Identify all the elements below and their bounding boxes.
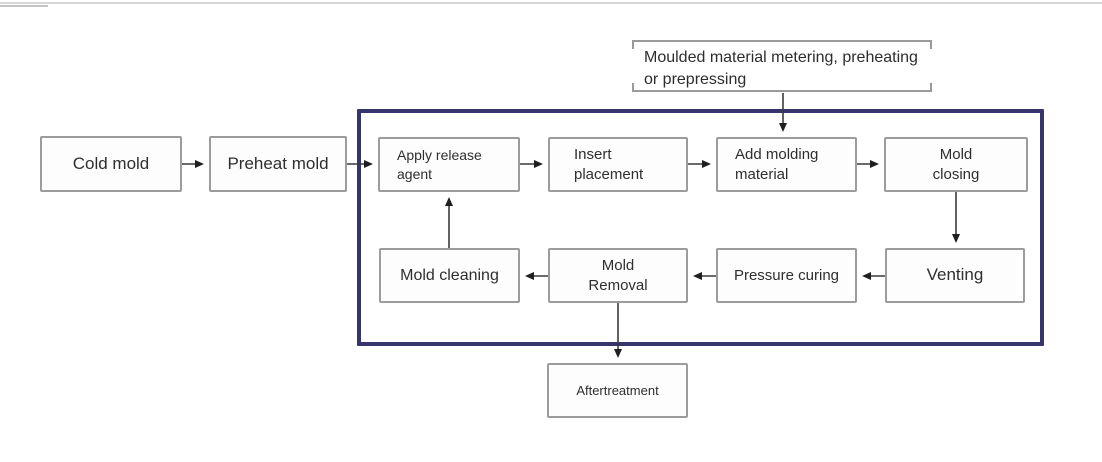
node-mold-closing: Mold closing [884,137,1028,192]
node-mold-cleaning: Mold cleaning [379,248,520,303]
bracket-tick-left [632,42,634,90]
process-frame [357,109,1044,346]
node-mold-removal: Mold Removal [548,248,688,303]
top-divider-line [0,2,1102,4]
top-divider-segment [0,5,48,7]
node-aftertreatment: Aftertreatment [547,363,688,418]
node-add-molding-material: Add molding material [716,137,857,192]
node-cold-mold: Cold mold [40,136,182,192]
node-venting: Venting [885,248,1025,303]
node-pressure-curing: Pressure curing [716,248,857,303]
annotation-bracket: Moulded material metering, preheating or… [632,40,932,92]
bracket-tick-right [930,42,932,90]
annotation-label: Moulded material metering, preheating or… [644,49,918,88]
node-insert-placement: Insert placement [548,137,688,192]
node-apply-release-agent: Apply release agent [378,137,520,192]
node-preheat-mold: Preheat mold [209,136,347,192]
